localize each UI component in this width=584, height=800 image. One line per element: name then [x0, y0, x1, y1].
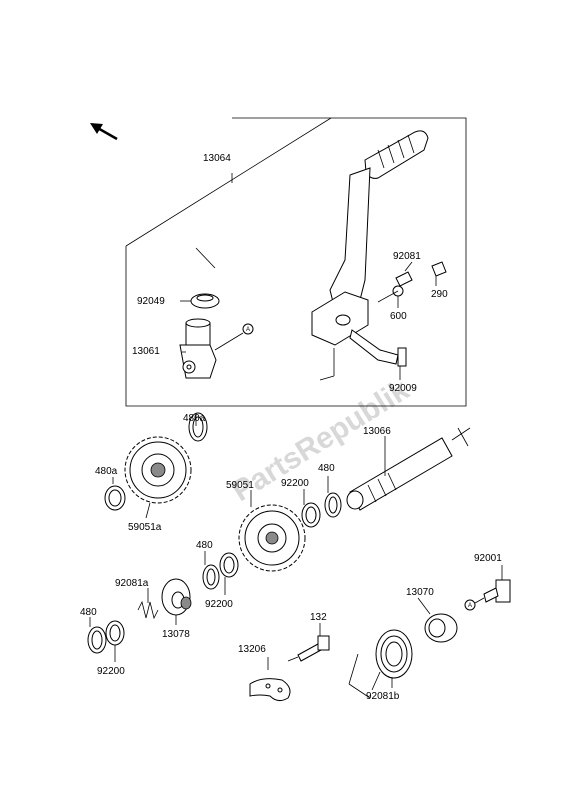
label-600: 600: [390, 311, 407, 322]
label-92200-low: 92200: [205, 599, 233, 610]
kick-pedal-assembly-box: [125, 117, 467, 407]
label-132: 132: [310, 612, 327, 623]
label-92001: 92001: [474, 553, 502, 564]
bolt-92001: [464, 579, 511, 611]
label-92200-mid: 92200: [281, 478, 309, 489]
label-13066: 13066: [363, 426, 391, 437]
washer-92049: [190, 247, 220, 309]
ref-marker-a-92001: A: [468, 603, 472, 609]
circlip-480-mid: [324, 492, 342, 518]
gear-59051: [238, 504, 306, 572]
label-13064: 13064: [203, 153, 231, 164]
label-290: 290: [431, 289, 448, 300]
label-480-mid: 480: [318, 463, 335, 474]
label-13078: 13078: [162, 629, 190, 640]
gear-59051a: [124, 436, 192, 504]
ref-marker-a-13061: A: [246, 327, 250, 333]
bolt-132: [287, 635, 330, 662]
shaft-13061: [179, 318, 254, 379]
circlip-480a-top: [188, 412, 208, 442]
circlip-480-low: [202, 564, 220, 590]
label-480a-left: 480a: [95, 466, 118, 477]
label-13070: 13070: [406, 587, 434, 598]
guide-13206: [249, 678, 291, 702]
washer-92200-left: [105, 620, 125, 646]
ratchet-13078: [161, 578, 192, 616]
circlip-480-left: [87, 626, 107, 654]
label-92081b: 92081b: [366, 691, 400, 702]
kick-shaft-13066: [346, 427, 471, 511]
label-92200-left: 92200: [97, 666, 125, 677]
kick-spring-92081b: [348, 629, 413, 699]
label-59051a: 59051a: [128, 522, 162, 533]
label-13206: 13206: [238, 644, 266, 655]
label-480a-top: 480a: [183, 413, 206, 424]
washer-92200-mid: [301, 502, 321, 528]
spring-92081a: [137, 600, 159, 620]
label-480-low: 480: [196, 540, 213, 551]
circlip-480a-left: [104, 485, 126, 511]
label-92049: 92049: [137, 296, 165, 307]
detent-spring-set: [377, 261, 447, 303]
front-direction-arrow-icon: [90, 123, 118, 141]
label-13061: 13061: [132, 346, 160, 357]
label-59051: 59051: [226, 480, 254, 491]
label-92081a: 92081a: [115, 578, 149, 589]
leader-lines: [89, 261, 503, 688]
bolt-92009: [349, 329, 407, 367]
washer-92200-low: [219, 552, 239, 578]
spring-guide-13070: [424, 613, 458, 643]
label-92081: 92081: [393, 251, 421, 262]
label-480-left: 480: [80, 607, 97, 618]
label-92009: 92009: [389, 383, 417, 394]
kick-pedal-lever: [311, 130, 429, 381]
